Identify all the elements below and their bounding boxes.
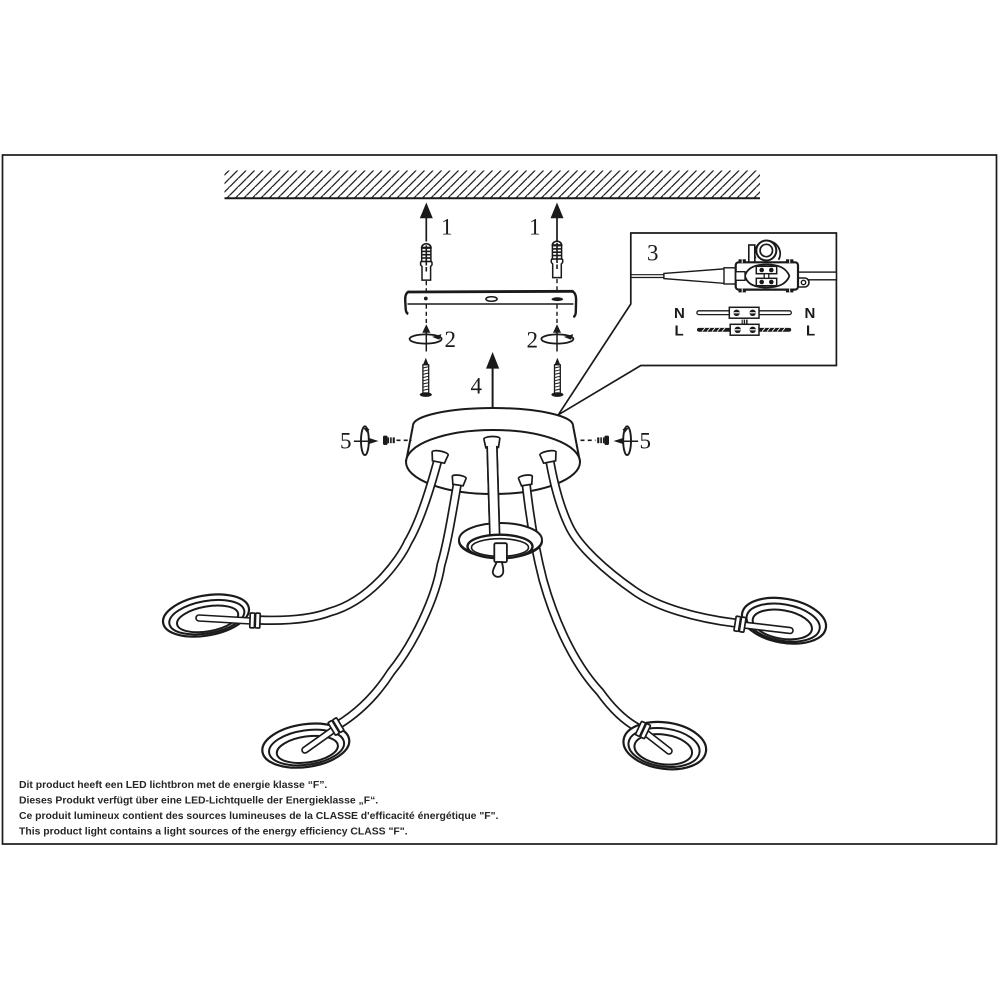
svg-text:2: 2 xyxy=(527,328,539,353)
svg-text:This product light contains a: This product light contains a light sour… xyxy=(19,827,408,838)
svg-text:Dieses Produkt verfügt über ei: Dieses Produkt verfügt über eine LED-Lic… xyxy=(19,796,378,807)
svg-text:4: 4 xyxy=(471,374,483,399)
svg-text:N: N xyxy=(674,305,685,322)
svg-text:2: 2 xyxy=(445,327,457,352)
svg-text:N: N xyxy=(805,305,816,322)
svg-text:5: 5 xyxy=(640,429,652,454)
svg-text:Dit product heeft een LED lich: Dit product heeft een LED lichtbron met … xyxy=(19,780,327,791)
svg-text:L: L xyxy=(675,323,684,340)
svg-text:5: 5 xyxy=(340,429,352,454)
svg-text:1: 1 xyxy=(529,215,541,240)
svg-text:1: 1 xyxy=(441,215,453,240)
svg-text:3: 3 xyxy=(647,241,659,266)
svg-text:Ce produit lumineux contient d: Ce produit lumineux contient des sources… xyxy=(19,811,499,822)
svg-text:L: L xyxy=(806,323,815,340)
